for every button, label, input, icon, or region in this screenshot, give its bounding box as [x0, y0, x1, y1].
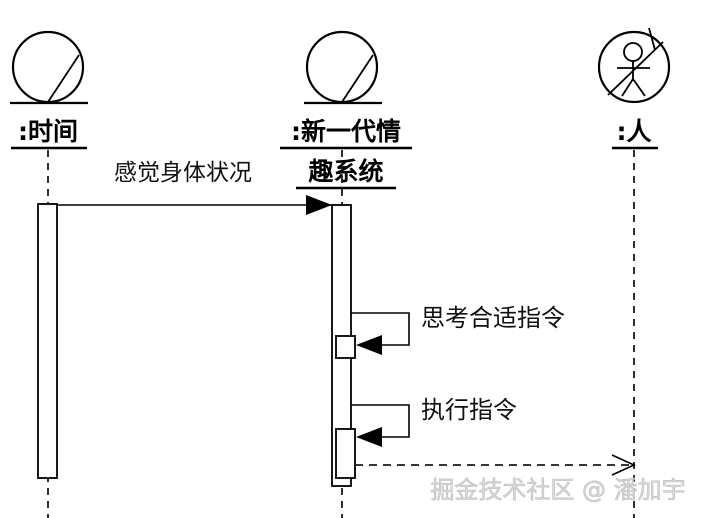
self-message-line [351, 312, 410, 346]
lifeline-person[interactable]: :人 [597, 27, 671, 518]
lifeline-label-system-line1: :新一代情 [291, 117, 401, 146]
message-execute-command[interactable]: 执行指令 [335, 396, 517, 479]
arrowhead-filled-icon [306, 195, 332, 215]
message-label-think-suitable-command: 思考合适指令 [421, 304, 565, 332]
arrowhead-open-icon [611, 454, 636, 476]
arrowhead-filled-icon [356, 335, 382, 355]
message-label-sense-body-condition: 感觉身体状况 [114, 160, 252, 186]
lifeline-system[interactable]: :新一代情 趣系统 [280, 30, 412, 518]
nested-activation-bar [335, 335, 356, 359]
nested-activation-bar [335, 428, 356, 479]
activation-bar-time [37, 203, 58, 479]
lifeline-label-time: :时间 [18, 117, 78, 146]
message-sense-body-condition[interactable]: 感觉身体状况 [57, 160, 332, 215]
actor-in-circle-icon [597, 27, 671, 104]
watermark: 掘金技术社区 @ 潘加宇 [430, 476, 685, 504]
lifeline-time[interactable]: :时间 [10, 30, 88, 518]
arrowhead-filled-icon [356, 427, 382, 447]
clock-boundary-icon [304, 30, 382, 105]
self-message-line [351, 404, 410, 438]
message-think-suitable-command[interactable]: 思考合适指令 [335, 304, 565, 359]
lifeline-label-system-line2: 趣系统 [307, 157, 383, 186]
message-label-execute-command: 执行指令 [421, 396, 517, 424]
message-return-to-person[interactable] [355, 454, 636, 476]
lifeline-label-person: :人 [617, 117, 652, 146]
clock-boundary-icon [10, 30, 88, 105]
